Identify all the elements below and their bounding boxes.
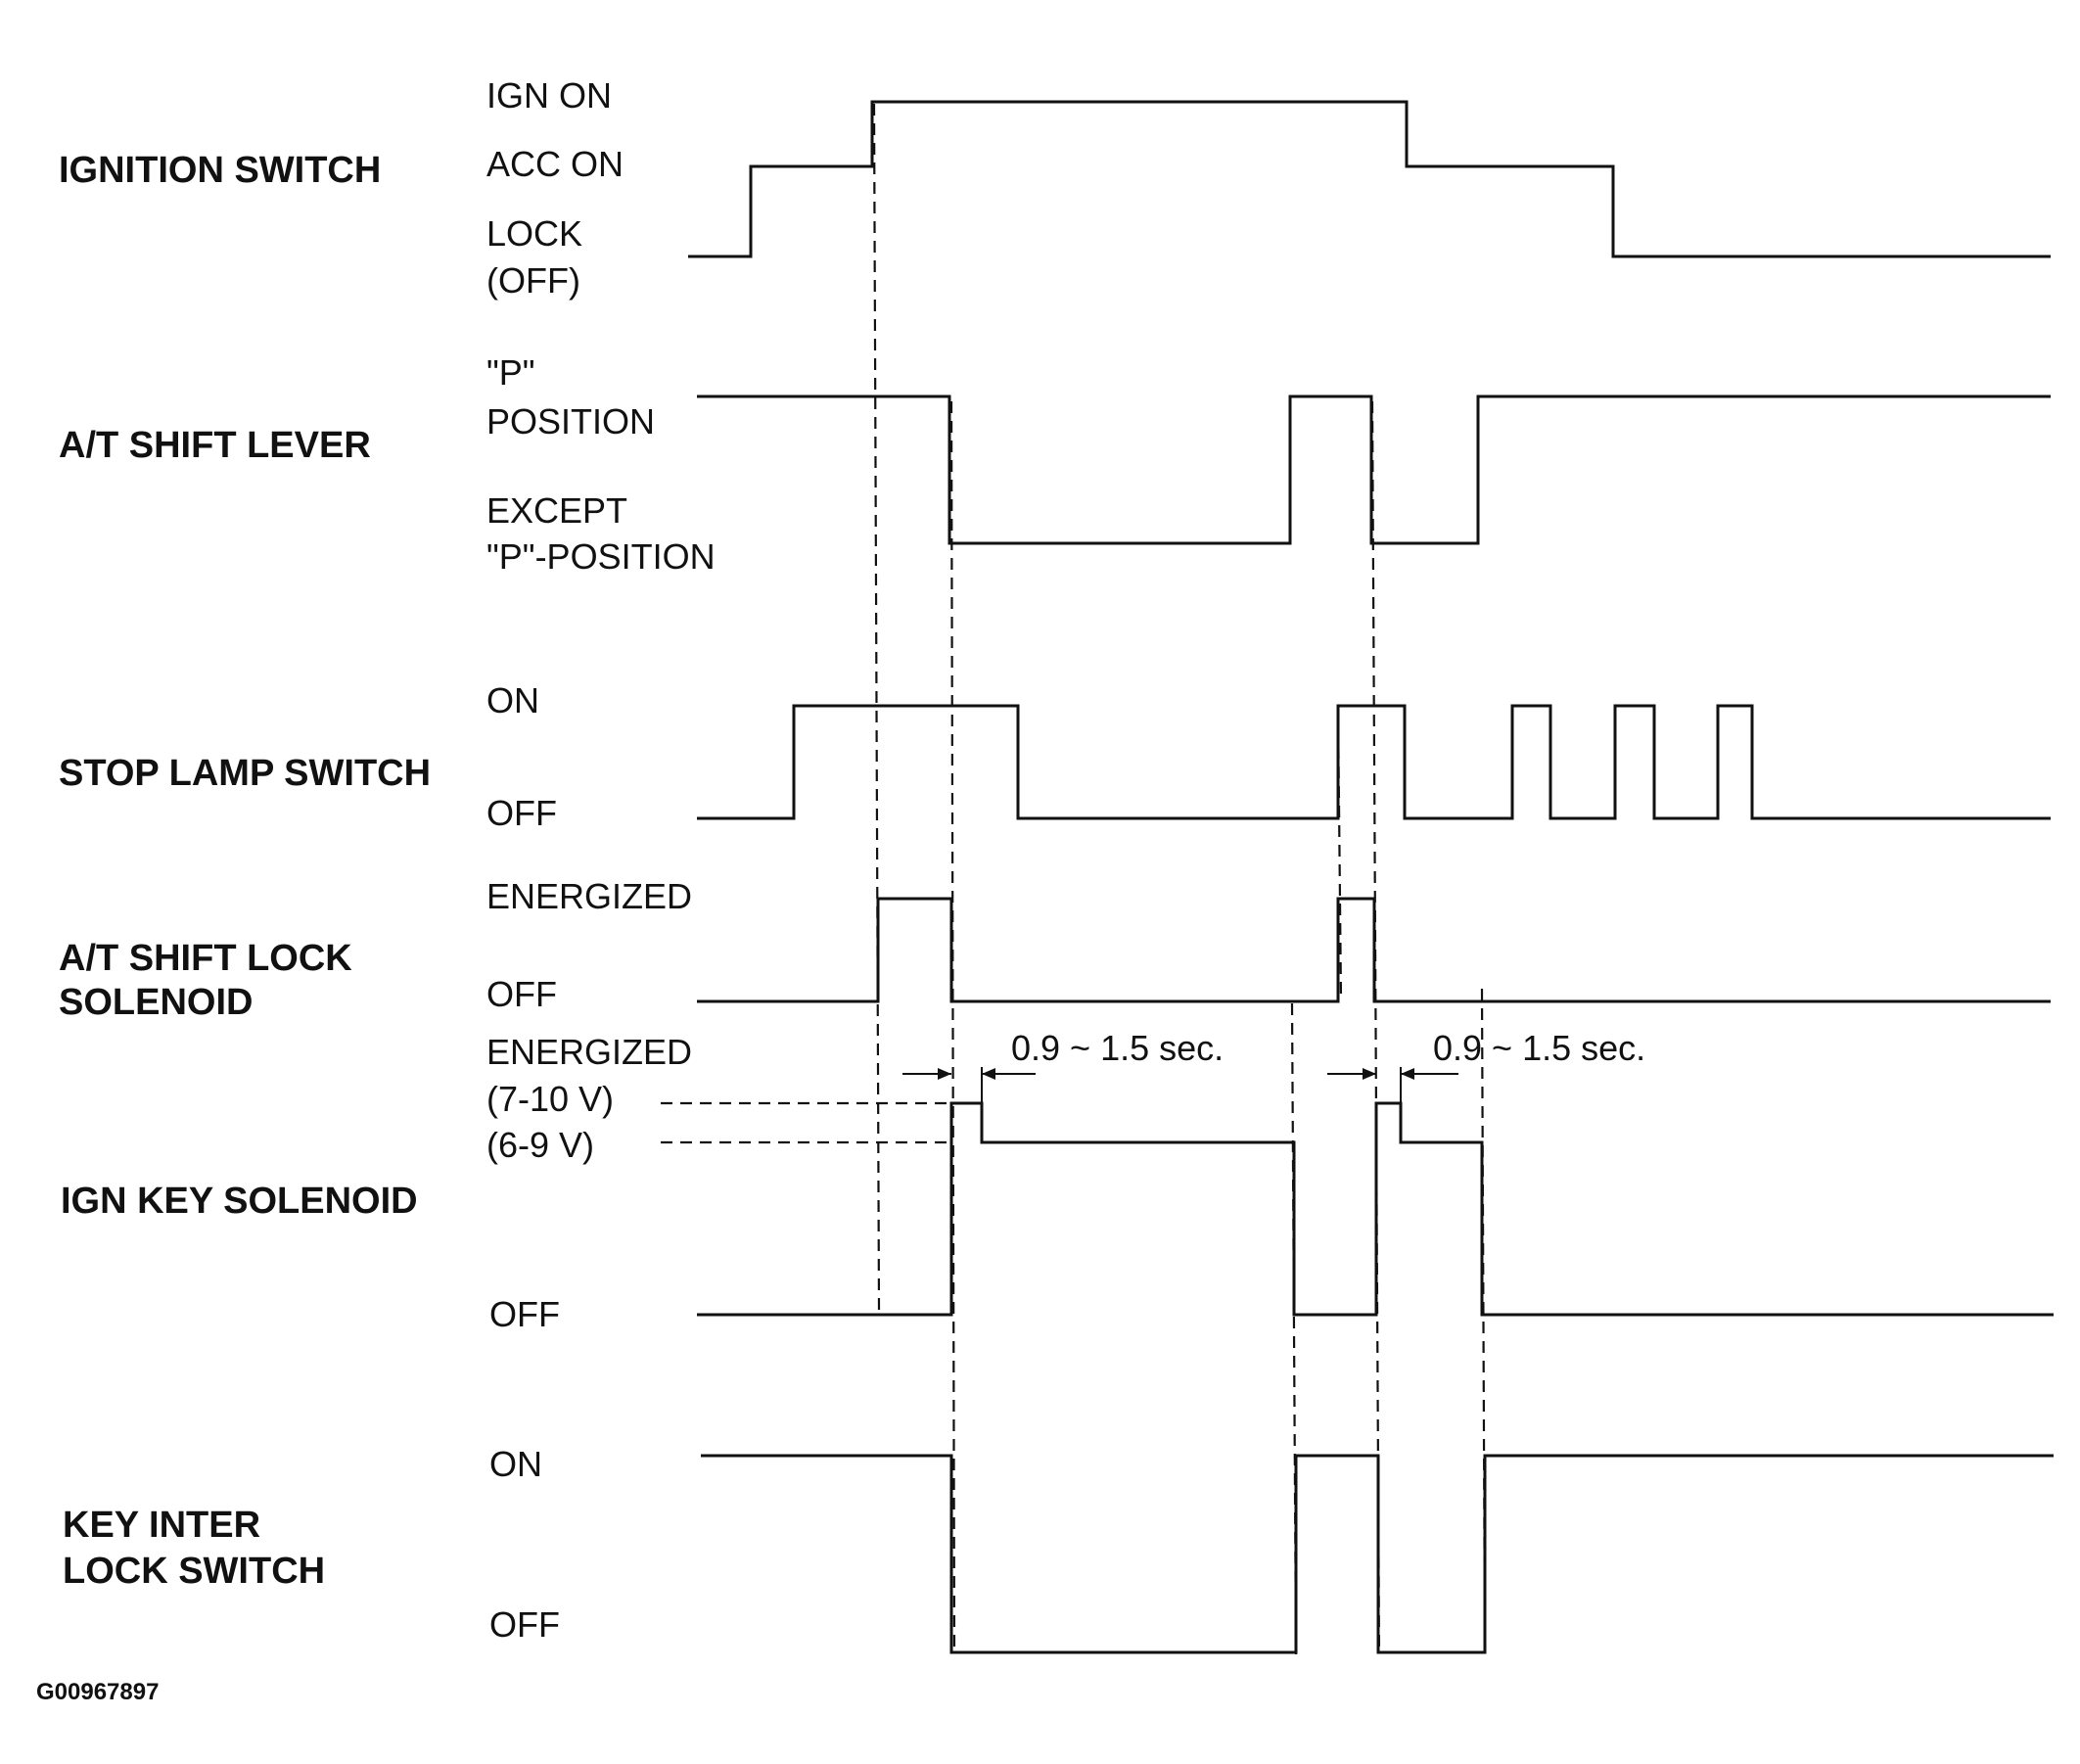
figure-id: G00967897	[36, 1679, 159, 1705]
state-label-key-6-9v: (6-9 V)	[486, 1125, 594, 1165]
reference-line-shift-out-of-p	[949, 400, 956, 1655]
state-label-interlock-on: ON	[489, 1444, 542, 1484]
waveform-ignition-switch	[688, 100, 2051, 258]
waveform-at-shift-lever	[697, 395, 2051, 545]
reference-line-second-key-off	[1480, 988, 1487, 1655]
duration-markers: 0.9 ~ 1.5 sec. 0.9 ~ 1.5 sec.	[902, 1028, 1645, 1103]
signal-name-at-shift-lock-line-2: SOLENOID	[59, 982, 253, 1023]
state-label-solenoid-off: OFF	[486, 974, 557, 1014]
duration-arrow-2-left-head	[1363, 1068, 1376, 1080]
reference-line-stop-lamp-on	[1336, 707, 1343, 999]
state-label-lock-off: (OFF)	[486, 260, 580, 301]
reference-line-shift-to-p	[1370, 400, 1381, 1655]
state-label-key-off: OFF	[489, 1294, 560, 1334]
state-label-key-7-10v: (7-10 V)	[486, 1079, 614, 1119]
state-label-key-energized: ENERGIZED	[486, 1032, 692, 1072]
waveform-ign-key-solenoid	[697, 1101, 2054, 1317]
reference-line-key-solenoid-off	[1290, 1002, 1298, 1655]
state-label-p: "P"	[486, 352, 535, 393]
signal-name-key-interlock-line-2: LOCK SWITCH	[63, 1551, 325, 1592]
signal-name-at-shift-lock-line-1: A/T SHIFT LOCK	[59, 938, 352, 979]
state-label-except: EXCEPT	[486, 490, 627, 531]
duration-label-2: 0.9 ~ 1.5 sec.	[1433, 1028, 1645, 1068]
signal-name-ign-key-solenoid: IGN KEY SOLENOID	[61, 1181, 418, 1222]
state-label-ign-on: IGN ON	[486, 75, 612, 116]
reference-line-ign-on	[872, 103, 881, 1311]
state-label-p-position: "P"-POSITION	[486, 536, 716, 577]
duration-arrow-1-right-head	[982, 1068, 995, 1080]
state-label-acc-on: ACC ON	[486, 144, 624, 184]
signal-name-ignition-switch: IGNITION SWITCH	[59, 150, 381, 191]
state-label-stop-on: ON	[486, 680, 539, 720]
signal-names: IGNITION SWITCH A/T SHIFT LEVER STOP LAM…	[59, 150, 431, 1592]
waveform-stop-lamp-switch	[697, 704, 2051, 820]
state-label-solenoid-energized: ENERGIZED	[486, 876, 692, 916]
timing-reference-lines	[661, 103, 1487, 1655]
duration-arrow-1-left-head	[938, 1068, 951, 1080]
signal-name-key-interlock-line-1: KEY INTER	[63, 1505, 260, 1546]
state-label-lock: LOCK	[486, 213, 582, 254]
state-labels: IGN ON ACC ON LOCK (OFF) "P" POSITION EX…	[486, 75, 716, 1645]
state-label-position: POSITION	[486, 401, 655, 441]
duration-label-1: 0.9 ~ 1.5 sec.	[1011, 1028, 1224, 1068]
waveform-at-shift-lock-solenoid	[697, 897, 2051, 1003]
state-label-interlock-off: OFF	[489, 1604, 560, 1645]
duration-arrow-2-right-head	[1401, 1068, 1414, 1080]
waveform-key-interlock-switch	[701, 1454, 2054, 1654]
signal-name-stop-lamp-switch: STOP LAMP SWITCH	[59, 753, 431, 794]
state-label-stop-off: OFF	[486, 793, 557, 833]
signal-name-at-shift-lever: A/T SHIFT LEVER	[59, 425, 371, 466]
waveforms	[688, 100, 2054, 1654]
